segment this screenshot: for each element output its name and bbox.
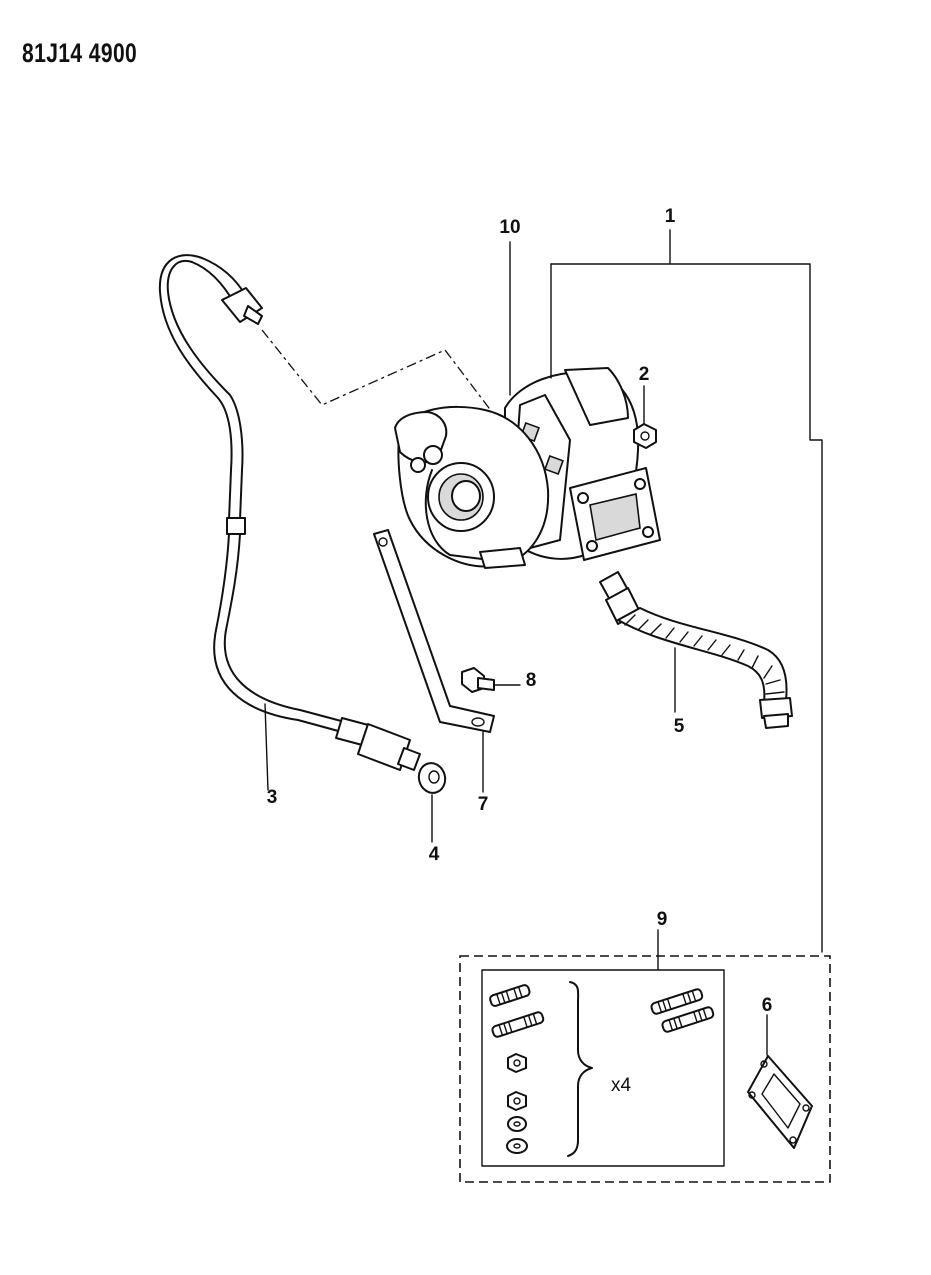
callout-6: 6	[761, 995, 773, 1016]
callout-3: 3	[266, 787, 278, 808]
oil-line-routing-leader	[261, 329, 493, 413]
callout-4: 4	[428, 844, 440, 865]
leader-lines	[264, 229, 823, 1056]
sealing-washer[interactable]	[416, 760, 449, 796]
callout-7: 7	[477, 794, 489, 815]
callout-5: 5	[673, 716, 685, 737]
quantity-brace	[567, 981, 593, 1157]
exhaust-gasket[interactable]	[747, 1055, 813, 1149]
kit-nuts-washers[interactable]	[506, 1053, 528, 1154]
mounting-studs[interactable]	[489, 984, 715, 1038]
turbocharger[interactable]	[394, 367, 661, 569]
diagram-id: 81J14 4900	[22, 38, 138, 68]
kit-quantity-label: x4	[611, 1075, 632, 1096]
callout-1: 1	[664, 206, 676, 227]
gasket-kit-box	[459, 955, 831, 1183]
support-bracket[interactable]	[373, 529, 495, 733]
oil-feed-line[interactable]	[158, 254, 421, 771]
exhaust-nut[interactable]	[633, 423, 657, 449]
callout-8: 8	[525, 670, 537, 691]
hardware-group-box	[481, 969, 725, 1167]
callout-9: 9	[656, 909, 668, 930]
callout-2: 2	[638, 364, 650, 385]
oil-drain-tube[interactable]	[599, 571, 793, 729]
callout-10: 10	[499, 217, 521, 238]
bracket-bolt[interactable]	[461, 667, 495, 693]
